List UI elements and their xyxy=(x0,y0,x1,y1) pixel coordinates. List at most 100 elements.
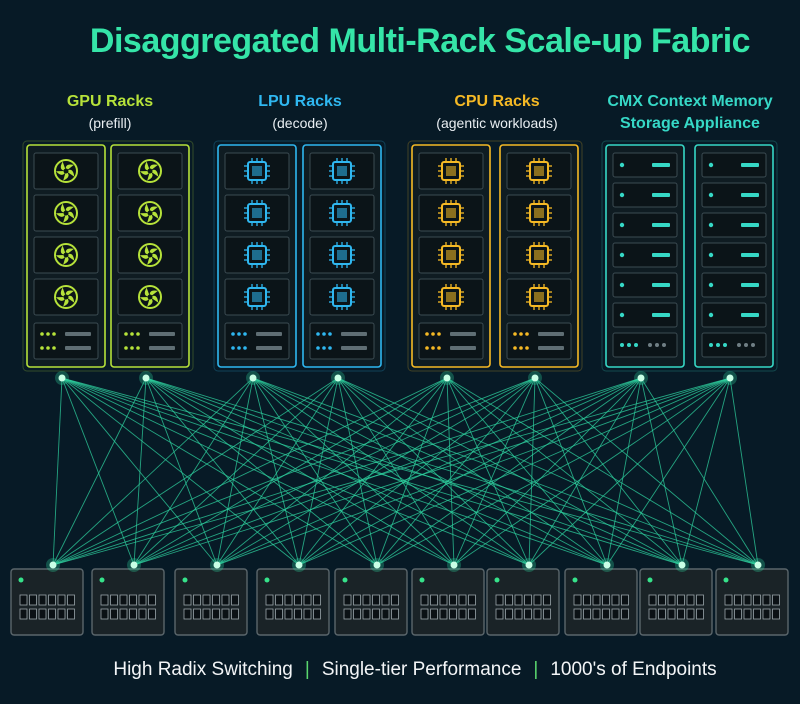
fan-blade xyxy=(60,203,66,213)
fabric-link xyxy=(145,377,530,566)
activity-bar xyxy=(652,223,670,227)
connection-node xyxy=(531,374,539,382)
fabric-link xyxy=(216,377,731,566)
fabric-link xyxy=(61,377,135,566)
fabric-link xyxy=(145,377,218,566)
rack-group-outline xyxy=(601,140,778,372)
switch-port xyxy=(449,608,457,620)
fabric-link xyxy=(61,377,530,566)
fabric-link xyxy=(446,377,530,566)
fan-blade xyxy=(63,297,69,307)
switch-port xyxy=(658,594,666,606)
fabric-link xyxy=(453,377,731,566)
activity-bar xyxy=(341,332,367,336)
fabric-link xyxy=(376,377,448,566)
fan-hub xyxy=(63,252,69,258)
switch-port xyxy=(611,608,620,620)
fabric-link xyxy=(133,377,642,566)
activity-bar xyxy=(341,346,367,350)
cpu-group-name: CPU Racks xyxy=(454,93,540,110)
status-led xyxy=(243,332,247,336)
chip-core xyxy=(337,292,347,302)
switch-port xyxy=(202,594,211,606)
switch-port xyxy=(193,608,201,620)
switch-port xyxy=(762,608,771,620)
activity-bar xyxy=(538,346,564,350)
switch-port xyxy=(284,594,293,606)
storage-slot xyxy=(701,272,767,298)
switch-port xyxy=(119,594,128,606)
fabric-link xyxy=(606,377,731,566)
management-tray xyxy=(309,322,375,360)
connection-node xyxy=(213,561,221,569)
fan-hub xyxy=(63,210,69,216)
footer-item-endpoints: 1000's of Endpoints xyxy=(550,659,717,680)
switch-port xyxy=(573,608,582,620)
status-led xyxy=(237,332,241,336)
storage-slot xyxy=(701,152,767,178)
status-led xyxy=(619,162,625,168)
switch-port xyxy=(275,608,283,620)
activity-bar xyxy=(65,346,91,350)
switch-port xyxy=(313,594,321,606)
status-led xyxy=(328,346,332,350)
storage-slot xyxy=(612,302,678,328)
switch-port xyxy=(19,608,28,620)
status-led xyxy=(708,162,714,168)
status-led xyxy=(519,332,523,336)
cpu-rack-group xyxy=(407,140,583,372)
connection-node xyxy=(726,374,734,382)
status-led xyxy=(52,346,56,350)
fan-hub xyxy=(147,168,153,174)
status-led xyxy=(634,343,638,347)
fabric-link xyxy=(216,377,339,566)
leaf-switch xyxy=(639,568,713,636)
switch-port xyxy=(677,594,685,606)
fan-hub xyxy=(63,294,69,300)
chip-core xyxy=(534,208,544,218)
switch-port xyxy=(265,608,274,620)
switch-port xyxy=(38,608,47,620)
activity-bar xyxy=(741,313,759,317)
fabric-link xyxy=(52,377,536,566)
switch-port xyxy=(724,594,733,606)
cmx-rack xyxy=(694,144,774,368)
lpu-rack xyxy=(302,144,382,368)
activity-bar xyxy=(256,346,282,350)
connection-node xyxy=(334,374,342,382)
status-led xyxy=(425,332,429,336)
switch-port xyxy=(29,608,37,620)
lpu-rack-group xyxy=(213,140,386,372)
connection-node xyxy=(373,561,381,569)
activity-bar xyxy=(450,332,476,336)
switch-port xyxy=(57,594,66,606)
fan-blade xyxy=(140,297,150,301)
status-led xyxy=(619,252,625,258)
status-led xyxy=(322,346,326,350)
fabric-link xyxy=(61,377,455,566)
chip-core xyxy=(534,166,544,176)
rack-groups xyxy=(22,140,778,372)
status-led xyxy=(525,332,529,336)
lpu-group-name: LPU Racks xyxy=(258,93,342,110)
switch-port xyxy=(303,608,312,620)
fabric-link xyxy=(216,377,254,566)
status-led xyxy=(419,577,425,583)
chip-core xyxy=(337,166,347,176)
status-led xyxy=(708,312,714,318)
connection-node xyxy=(637,374,645,382)
status-led xyxy=(136,332,140,336)
footer-item-radix: High Radix Switching xyxy=(113,659,293,680)
fabric-link xyxy=(528,377,536,566)
fabric-link xyxy=(446,377,455,566)
status-led xyxy=(519,346,523,350)
fan-blade xyxy=(63,255,69,265)
status-led xyxy=(723,577,729,583)
switch-port xyxy=(100,608,109,620)
fabric-link xyxy=(528,377,642,566)
connection-node xyxy=(49,561,57,569)
activity-bar xyxy=(741,193,759,197)
storage-slot xyxy=(701,302,767,328)
switch-port xyxy=(686,594,695,606)
fan-blade xyxy=(60,161,66,171)
